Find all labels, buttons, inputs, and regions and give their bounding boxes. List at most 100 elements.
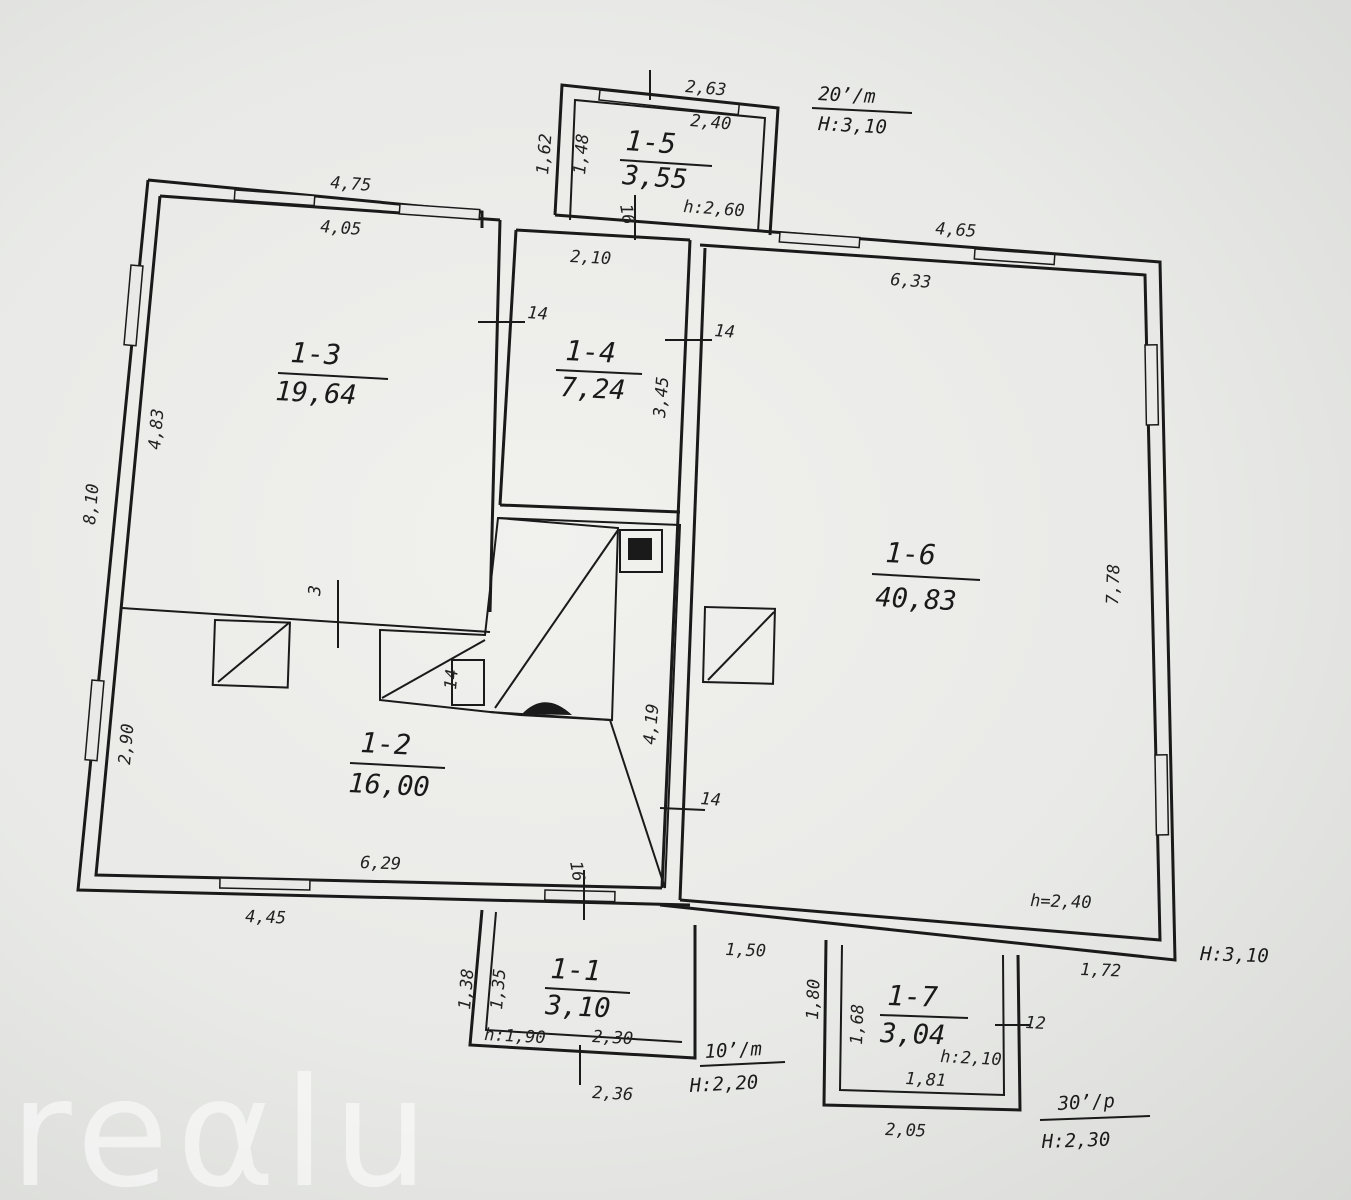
dim-porch-1-7-height: h:2,10 [940,1047,1002,1070]
porch-1-1-outer [468,909,697,1060]
outer-wall-right-block [554,213,1177,962]
room-1-6-area: 40,83 [875,582,958,617]
dim-left-total: 8,10 [80,483,103,526]
dim-porch-1-7-depth-outer: 1,80 [803,979,824,1021]
dim-porch-1-1-height: h:1,90 [484,1025,546,1048]
stove-small-box [451,659,485,706]
watermark-logo: reαlu [10,1047,436,1200]
note-bottom-right-height: H:2,30 [1040,1129,1110,1153]
room-1-7-underline [879,1014,969,1019]
dim-wall-1-2: 14 [700,789,722,811]
dim-porch-1-5-depth-outer: 1,62 [533,133,556,176]
room-1-4-area: 7,24 [560,372,627,406]
dim-wall-1-4: 14 [714,321,736,343]
note-top-label: 20ʼ/m [818,83,876,108]
room-1-7-number: 1-7 [887,979,939,1014]
dim-porch-1-7-width-inner: 1,81 [905,1069,947,1091]
dim-top-left-inner: 4,05 [320,217,362,240]
room-1-6-number: 1-6 [885,536,937,572]
window-top-right-2 [973,248,1056,266]
window-bottom-mid [544,889,616,903]
window-left-lower [84,679,105,762]
dim-bottom-left-outer: 4,45 [245,907,287,928]
dim-1-3-depth: 4,83 [145,408,168,451]
dim-porch-1-7-width-outer: 2,05 [885,1120,927,1141]
partition-1-3-1-2 [121,607,491,633]
stove-1-2-diagonal [217,621,291,683]
dim-stove-depth: 4,19 [640,703,663,746]
room-labels: 1-3 19,64 1-4 7,24 1-5 3,55 1-6 40,83 1-… [275,124,981,1051]
window-right-upper [1144,344,1160,426]
porch-1-1-inner [484,911,683,1043]
main-walls [76,178,1177,962]
dim-porch-1-7-depth-inner: 1,68 [847,1004,868,1046]
windows [84,189,1170,903]
dim-gap-middle: 1,50 [725,940,767,961]
porch-1-5-window [598,89,741,116]
porch-1-1 [468,909,697,1060]
room-1-4-number: 1-4 [565,334,617,370]
dim-porch-1-5-depth-inner: 1,48 [570,133,593,176]
partition-1-4-left [498,229,518,506]
porch-1-5 [553,83,780,236]
porch-1-7-outer [822,939,1022,1112]
note-bottom-right-underline [1039,1115,1151,1121]
chimney-vent [628,538,652,560]
dim-gap-right: 1,72 [1080,960,1122,981]
dim-porch-1-1-width-inner: 2,30 [592,1027,634,1049]
big-stove-diagonal-1 [381,639,486,699]
big-stove-body [489,517,620,722]
room-1-5-number: 1-5 [625,124,678,160]
inner-wall-right-block [679,243,1162,942]
partition-1-4-bottom [499,503,681,514]
room-1-5-underline [619,159,713,167]
partition-1-3-1-4 [488,219,502,613]
room-1-3-area: 19,64 [275,376,358,411]
dim-wall-1-3: 14 [527,303,549,325]
partition-1-4-1-6 [660,239,692,889]
partition-1-4-top [515,228,691,242]
dim-porch-1-5-height: h:2,60 [683,197,746,221]
room-1-3-number: 1-3 [290,336,342,372]
room-1-1-number: 1-1 [550,952,602,988]
note-main-height: H:3,10 [1199,943,1269,967]
stove-1-6 [702,605,777,685]
stove-firebox [522,702,572,715]
dim-door-top: 16 [615,202,638,226]
porch-1-5-inner [569,98,767,233]
room-1-4-underline [555,369,643,375]
room-1-1-area: 3,10 [544,990,612,1024]
big-stove-outline [379,516,682,889]
dim-partition-thickness: 3 [305,584,326,597]
dim-porch-1-5-inner: 2,40 [690,111,733,134]
window-top-left [233,189,316,207]
window-top-mid [398,203,481,221]
outer-wall-left-block [76,178,691,907]
room-1-1-underline [544,987,631,994]
note-bottom-left-label: 10ʼ/m [704,1038,762,1063]
dim-1-2-width: 6,29 [360,853,402,874]
dim-1-4-depth: 3,45 [650,376,674,420]
dim-1-2-depth: 2,90 [115,723,138,766]
dim-porch-1-1-depth-outer: 1,38 [455,968,478,1011]
room-1-5-area: 3,55 [621,160,689,196]
dim-porch-1-1-depth-inner: 1,35 [487,968,510,1011]
room-1-2-area: 16,00 [348,768,431,803]
dim-porch-1-1-width-outer: 2,36 [592,1083,634,1105]
dim-door-bottom: 16 [565,859,588,883]
note-top-underline [811,107,913,114]
window-bottom-left [219,877,311,891]
dimension-labels: 4,75 4,05 2,10 4,65 6,33 2,63 2,40 1,62 … [80,77,1124,1141]
notes: 20ʼ/m H:3,10 H:3,10 10ʼ/m H:2,20 30ʼ/p H… [688,83,1269,1153]
stove-1-2 [211,618,291,689]
dim-1-6-depth: 7,78 [1103,564,1124,606]
stoves [211,516,777,889]
dim-wall-1-7: 12 [1025,1013,1047,1034]
room-1-2-underline [349,762,446,769]
window-left-upper [123,264,144,347]
partitions [121,219,707,901]
big-stove-diagonal-2 [494,529,619,709]
dim-wall-stove: 14 [441,668,463,690]
